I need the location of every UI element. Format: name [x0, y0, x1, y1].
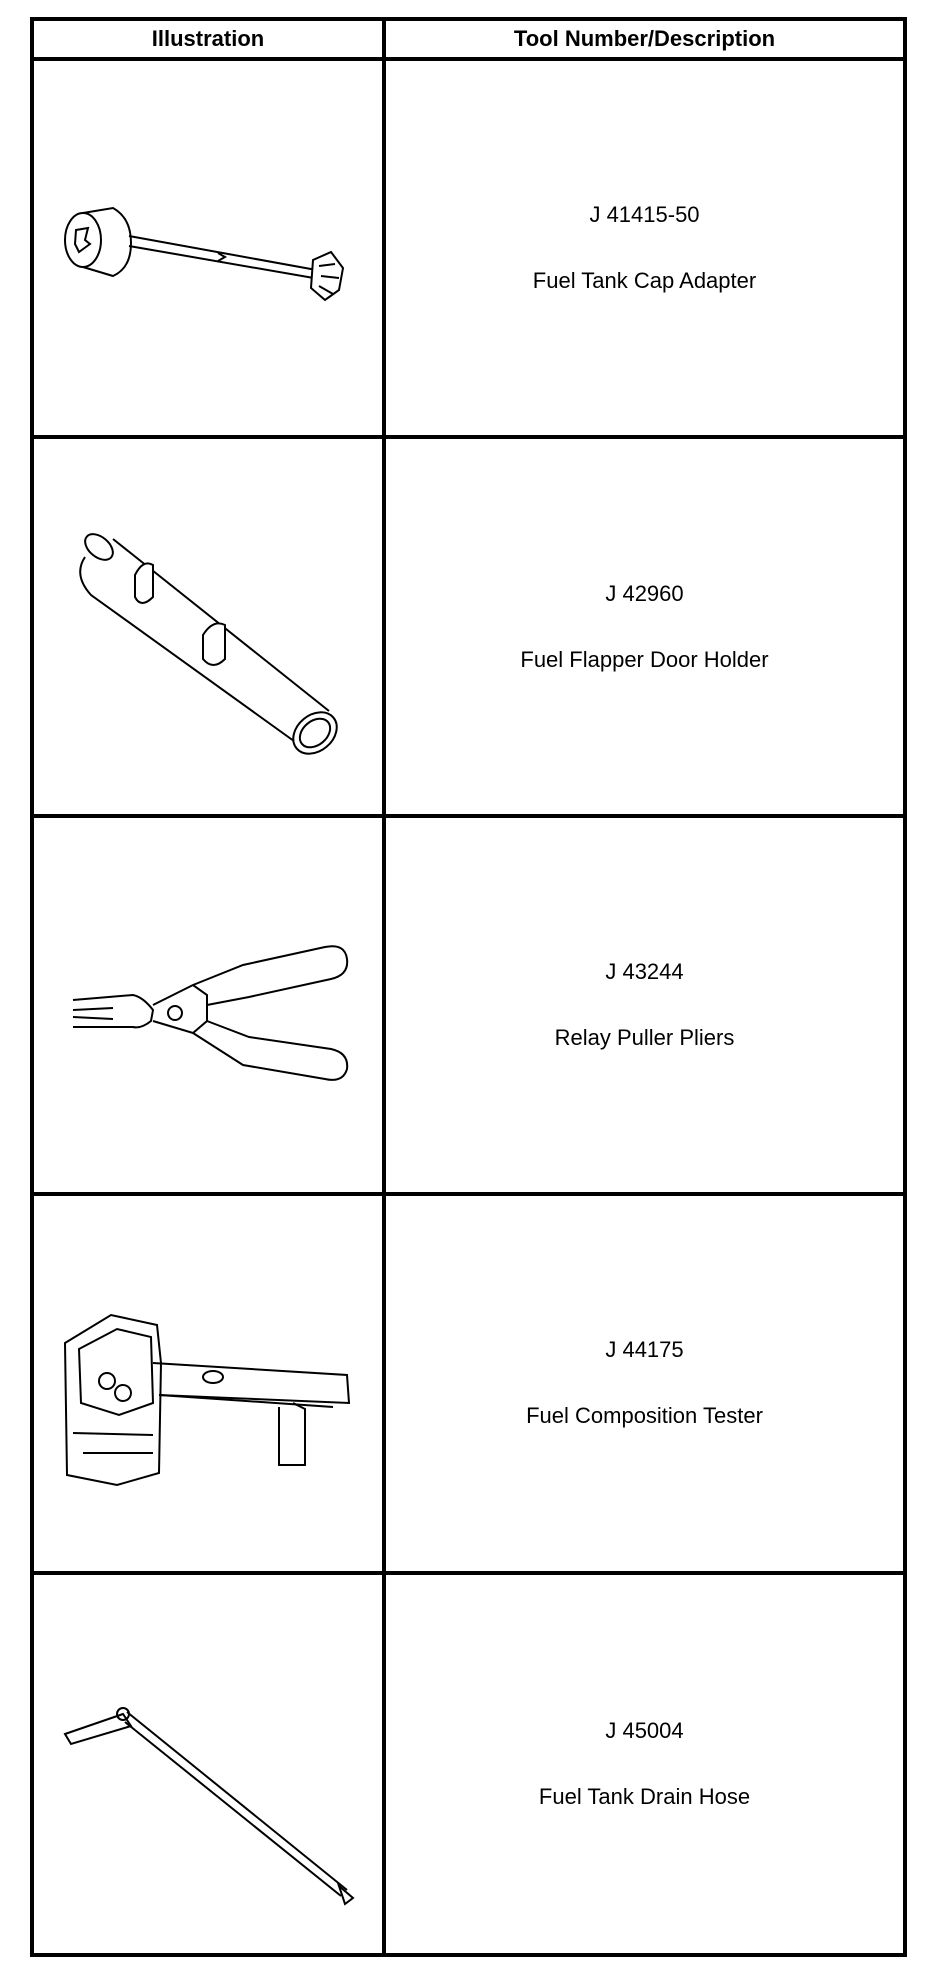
illustration-cell [34, 439, 386, 818]
tool-description: Fuel Flapper Door Holder [520, 646, 769, 672]
tool-number: J 44175 [605, 1337, 684, 1363]
relay-puller-pliers-icon [43, 825, 373, 1185]
illustration-cell [34, 1196, 386, 1575]
fuel-tank-cap-adapter-icon [43, 68, 373, 428]
tool-table: Illustration Tool Number/Description J 4… [30, 17, 907, 1957]
tool-description: Fuel Composition Tester [526, 1403, 763, 1429]
tool-number: J 43244 [605, 958, 684, 984]
tool-description: Relay Puller Pliers [554, 1024, 735, 1050]
tool-description-cell: J 43244 Relay Puller Pliers [386, 818, 903, 1197]
fuel-tank-drain-hose-icon [43, 1584, 373, 1944]
tool-number: J 41415-50 [589, 202, 700, 228]
tool-description: Fuel Tank Drain Hose [538, 1783, 751, 1809]
header-illustration: Illustration [34, 21, 386, 61]
illustration-cell [34, 817, 386, 1197]
tool-number: J 42960 [605, 580, 684, 606]
tool-number: J 45004 [605, 1717, 684, 1743]
fuel-composition-tester-icon [43, 1203, 373, 1563]
tool-description-cell: J 41415-50 Fuel Tank Cap Adapter [386, 61, 903, 440]
tool-description-cell: J 42960 Fuel Flapper Door Holder [386, 439, 903, 818]
illustration-cell [34, 61, 386, 440]
tool-description-cell: J 45004 Fuel Tank Drain Hose [386, 1575, 903, 1953]
illustration-cell [34, 1574, 386, 1953]
header-tool-number-description: Tool Number/Description [386, 21, 903, 61]
fuel-flapper-door-holder-icon [43, 447, 373, 807]
tool-description: Fuel Tank Cap Adapter [532, 268, 757, 294]
tool-description-cell: J 44175 Fuel Composition Tester [386, 1196, 903, 1575]
